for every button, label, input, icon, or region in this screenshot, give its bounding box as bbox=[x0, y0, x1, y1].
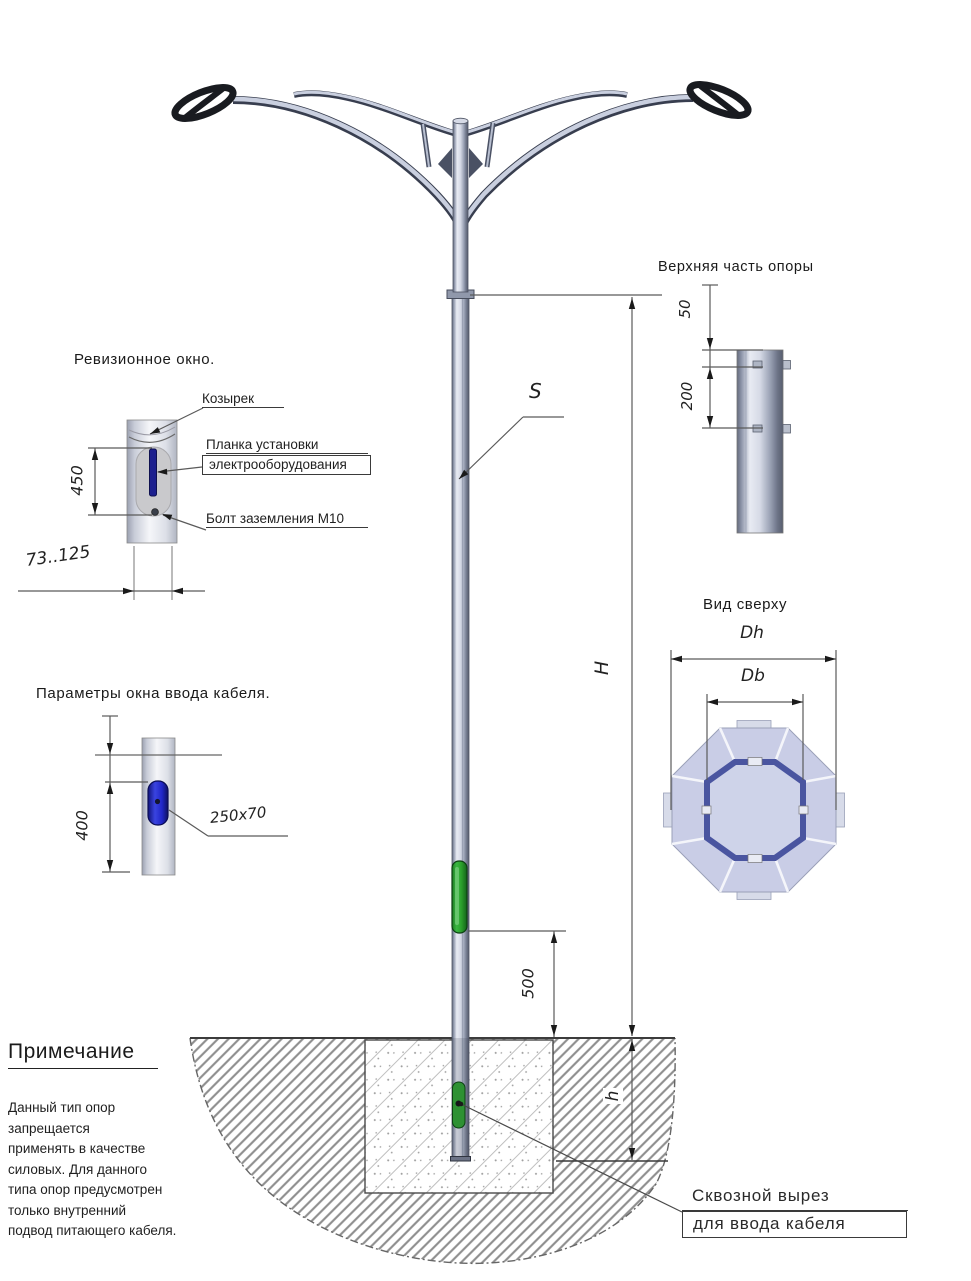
revision-window-detail bbox=[126, 419, 178, 600]
luminaire-left-icon bbox=[171, 84, 237, 122]
flange-ring bbox=[704, 759, 806, 861]
pole-top-title: Верхняя часть опоры bbox=[658, 259, 814, 275]
ground-bolt-label: Болт заземления М10 bbox=[206, 511, 368, 528]
dimension-arrows bbox=[91, 298, 836, 1159]
top-view-title: Вид сверху bbox=[703, 596, 788, 613]
dim-h-height: H bbox=[591, 660, 613, 676]
visor-label: Козырек bbox=[202, 391, 284, 408]
gusset-left bbox=[438, 148, 452, 178]
mount-bar bbox=[149, 448, 157, 497]
truss-bar-left bbox=[420, 123, 432, 168]
through-cut-label-line1: Сквозной вырез bbox=[682, 1186, 908, 1211]
dim-200: 200 bbox=[678, 381, 696, 411]
pole bbox=[446, 289, 475, 1162]
note-title: Примечание bbox=[8, 1040, 158, 1069]
mount-bar-label-line2: электрооборудования bbox=[202, 455, 371, 475]
cable-window-green bbox=[451, 860, 468, 1129]
note-line: подвод питающего кабеля. bbox=[8, 1223, 177, 1238]
arm-right bbox=[457, 94, 694, 232]
dim-500: 500 bbox=[518, 968, 538, 999]
truss-bar-right bbox=[484, 122, 496, 168]
dim-db: Db bbox=[741, 666, 765, 686]
dim-dh: Dh bbox=[740, 623, 764, 643]
pole-top-detail bbox=[736, 349, 791, 534]
luminaire-right-icon bbox=[686, 81, 752, 119]
dimension-lines bbox=[18, 284, 837, 1213]
crown-post bbox=[452, 120, 469, 293]
dim-400: 400 bbox=[72, 810, 92, 841]
note-line: Данный тип опор bbox=[8, 1100, 116, 1115]
top-view-detail bbox=[663, 720, 845, 900]
crown bbox=[171, 81, 752, 293]
note-line: запрещается bbox=[8, 1121, 90, 1136]
note-line: силовых. Для данного bbox=[8, 1162, 147, 1177]
through-cut-label-line2: для ввода кабеля bbox=[682, 1211, 907, 1238]
note-line: только внутренний bbox=[8, 1203, 127, 1218]
cable-window-detail bbox=[95, 737, 222, 876]
dim-h-embed: h bbox=[603, 1074, 623, 1118]
note-line: типа опор предусмотрен bbox=[8, 1182, 163, 1197]
ground-bolt bbox=[151, 508, 159, 516]
arm-chord-left bbox=[293, 90, 458, 137]
revision-window-title: Ревизионное окно. bbox=[74, 351, 215, 368]
mount-bar-label-line1: Планка установки bbox=[206, 437, 368, 454]
gusset-right bbox=[469, 148, 483, 178]
dim-s: S bbox=[529, 379, 542, 403]
cable-window-title: Параметры окна ввода кабеля. bbox=[36, 685, 271, 702]
dim-50: 50 bbox=[676, 299, 694, 319]
dim-450: 450 bbox=[67, 465, 87, 496]
note-line: применять в качестве bbox=[8, 1141, 146, 1156]
